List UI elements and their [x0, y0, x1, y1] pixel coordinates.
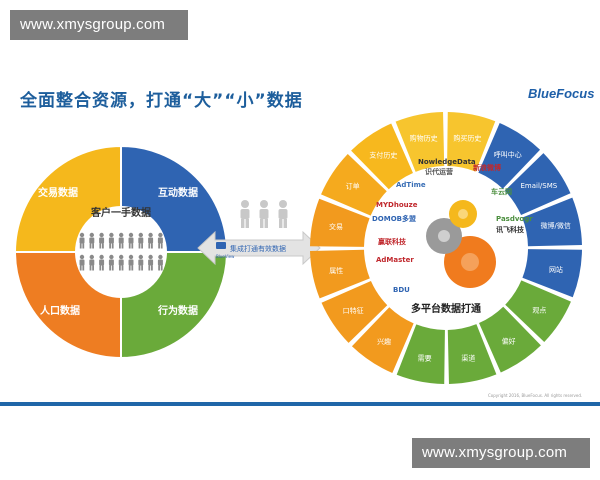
logo-shidai: 识代运营 — [425, 167, 453, 176]
logo-cheyun: 车云网 — [491, 187, 512, 196]
segment-14 — [351, 123, 413, 190]
segment-label-13: 订单 — [346, 182, 360, 191]
segment-6 — [479, 306, 541, 373]
segment-1 — [478, 123, 541, 189]
partner-logos: NowledgeData 识代运营 新浪微博 AdTime 车云网 MYDhou… — [372, 158, 533, 294]
segment-label-0: 购买历史 — [453, 134, 481, 143]
blueview-logo-label: BlueView — [216, 254, 235, 259]
segment-label-15: 购物历史 — [410, 134, 438, 143]
segment-label-4: 网站 — [549, 265, 563, 274]
quadrant-trade-label: 交易数据 — [38, 186, 78, 199]
copyright-text: Copyright 2016, BlueFocus. All rights re… — [488, 393, 583, 398]
logo-admaster: AdMaster — [376, 256, 414, 264]
right-donut-center-label: 多平台数据打通 — [411, 302, 481, 315]
left-donut-center — [75, 206, 167, 298]
segment-11 — [310, 249, 370, 299]
logo-bdu: BDU — [393, 286, 410, 294]
blueview-logo-icon — [216, 242, 226, 249]
quadrant-demographic-label: 人口数据 — [40, 304, 80, 317]
logo-mydhouze: MYDhouze — [376, 201, 418, 209]
left-donut-center-label: 客户一手数据 — [90, 206, 151, 219]
segment-7 — [447, 324, 497, 384]
segment-label-1: 呼叫中心 — [494, 150, 522, 159]
watermark-top: www.xmysgroup.com — [10, 10, 188, 40]
logo-pasdvogr: Pasdvogr — [496, 215, 533, 223]
connector-people-icon — [240, 200, 288, 228]
watermark-bottom: www.xmysgroup.com — [412, 438, 590, 468]
segment-label-7: 渠道 — [461, 353, 475, 362]
segment-13 — [321, 153, 387, 216]
segment-label-9: 兴趣 — [377, 337, 391, 346]
logo-weibo: 新浪微博 — [473, 163, 501, 172]
segment-label-2: Email/SMS — [520, 182, 557, 190]
segment-15 — [395, 112, 445, 172]
segment-0 — [447, 112, 496, 172]
segment-label-6: 偏好 — [502, 336, 516, 345]
segment-label-14: 支付历史 — [369, 151, 397, 160]
page-title: 全面整合资源，打通“大”“小”数据 — [20, 91, 303, 111]
logo-xunfei: 讯飞科技 — [496, 225, 525, 234]
segment-label-11: 属性 — [329, 266, 343, 275]
logo-nowledgedata: NowledgeData — [418, 158, 476, 166]
segment-10 — [321, 281, 388, 343]
segment-3 — [522, 197, 582, 247]
segment-label-3: 微博/微信 — [541, 221, 571, 230]
footer-rule — [0, 402, 600, 406]
segment-2 — [504, 153, 571, 215]
segment-12 — [310, 198, 370, 247]
segment-label-12: 交易 — [329, 222, 343, 231]
quadrant-behavior-label: 行为数据 — [157, 304, 198, 317]
logo-adtime: AdTime — [396, 181, 426, 189]
brand-logo: BlueFocus — [528, 86, 595, 101]
logo-yinglian: 赢联科技 — [378, 237, 407, 246]
connector-label: 集成打通有效数据 — [230, 244, 286, 253]
quadrant-interaction-label: 互动数据 — [158, 186, 198, 199]
segment-8 — [396, 324, 445, 384]
segment-4 — [522, 249, 582, 298]
segment-label-10: 口特征 — [343, 306, 364, 315]
connector-arrow — [197, 230, 321, 266]
logo-domob: DOMOB多盟 — [372, 214, 416, 223]
segment-5 — [505, 280, 571, 343]
segment-label-5: 观点 — [532, 306, 546, 314]
segment-label-8: 需要 — [418, 354, 432, 362]
gears-icon — [426, 200, 496, 288]
segment-9 — [351, 307, 414, 373]
